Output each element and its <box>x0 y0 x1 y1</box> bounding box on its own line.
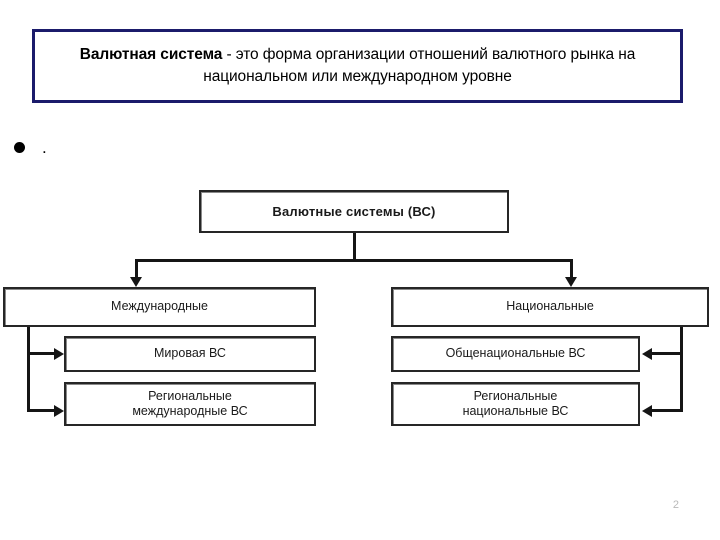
diagram-node-label: Мировая ВС <box>154 346 226 361</box>
arrowhead-down-to-national-icon <box>565 277 577 287</box>
diagram-node-international: Международные <box>3 287 316 327</box>
connector-split-right-drop <box>570 259 573 279</box>
bullet-dot-icon <box>14 142 25 153</box>
connector-left-branch-1 <box>27 352 55 355</box>
connector-root-stem <box>353 233 356 260</box>
diagram-node-label: Международные <box>111 299 208 314</box>
definition-term: Валютная система <box>79 45 223 63</box>
arrowhead-down-to-international-icon <box>130 277 142 287</box>
page-number: 2 <box>672 499 679 511</box>
diagram-node-label: Региональные национальные ВС <box>462 388 569 418</box>
arrowhead-right-to-regional-international-icon <box>54 405 64 417</box>
diagram-node-label: Общенациональные ВС <box>445 346 586 361</box>
connector-left-branch-2 <box>27 409 55 412</box>
diagram-node-national: Национальные <box>391 287 709 327</box>
diagram-node-label: Национальные <box>506 299 594 314</box>
diagram-node-label: Валютные системы (ВС) <box>272 203 436 219</box>
currency-systems-hierarchy-diagram: Валютные системы (ВС) Международные Наци… <box>0 180 720 450</box>
diagram-node-label: Региональные международные ВС <box>132 388 248 418</box>
diagram-node-regional-international: Региональные международные ВС <box>64 382 316 426</box>
connector-right-branch-2 <box>652 409 683 412</box>
connector-right-spine <box>680 327 683 412</box>
diagram-node-world-currency-system: Мировая ВС <box>64 336 316 372</box>
connector-left-spine <box>27 327 30 412</box>
diagram-node-currency-systems: Валютные системы (ВС) <box>199 190 509 233</box>
definition-callout-box: Валютная система - это форма организации… <box>32 29 683 103</box>
arrowhead-left-to-general-national-icon <box>642 348 652 360</box>
arrowhead-left-to-regional-national-icon <box>642 405 652 417</box>
diagram-node-regional-national: Региональные национальные ВС <box>391 382 640 426</box>
definition-text: Валютная система - это форма организации… <box>35 44 680 89</box>
arrowhead-right-to-world-icon <box>54 348 64 360</box>
bullet-list-item: . <box>14 138 214 161</box>
diagram-node-general-national: Общенациональные ВС <box>391 336 640 372</box>
connector-split-bar <box>135 259 573 262</box>
bullet-item-text: . <box>42 138 47 157</box>
connector-split-left-drop <box>135 259 138 279</box>
definition-rest: - это форма организации отношений валютн… <box>203 45 636 85</box>
connector-right-branch-1 <box>652 352 683 355</box>
